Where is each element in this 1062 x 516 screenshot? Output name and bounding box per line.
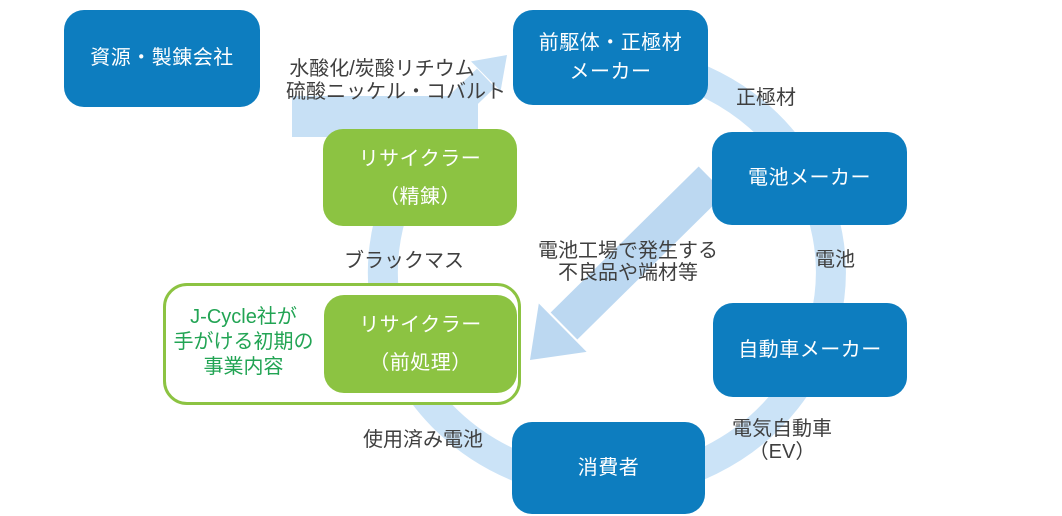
node-resource-company-label: 資源・製錬会社	[90, 47, 234, 69]
node-recycler-pretreatment-line2: （前処理）	[369, 352, 472, 374]
label-ev-line1: 電気自動車	[732, 418, 832, 440]
node-auto-maker: 自動車メーカー	[713, 303, 907, 397]
refined-material-arrow-shaft	[415, 68, 496, 147]
label-refined-materials-line1: 水酸化/炭酸リチウム	[289, 58, 475, 80]
label-refined-materials: 水酸化/炭酸リチウム 硫酸ニッケル・コバルト	[286, 58, 506, 104]
node-recycler-refining-line2: （精錬）	[379, 185, 461, 208]
node-consumer-label: 消費者	[577, 456, 640, 479]
factory-scrap-arrow-head	[530, 303, 587, 360]
node-recycler-refining: リサイクラー （精錬）	[323, 129, 517, 226]
node-consumer: 消費者	[512, 422, 705, 514]
factory-scrap-arrow-shaft	[550, 166, 726, 340]
label-refined-materials-line2: 硫酸ニッケル・コバルト	[286, 81, 506, 103]
label-used-battery: 使用済み電池	[363, 429, 483, 451]
label-cathode-material: 正極材	[736, 87, 796, 109]
node-battery-maker-label: 電池メーカー	[748, 167, 871, 189]
node-battery-maker: 電池メーカー	[712, 132, 907, 225]
label-ev: 電気自動車 （EV）	[722, 418, 842, 464]
node-recycler-pretreatment: リサイクラー （前処理）	[324, 295, 517, 393]
node-precursor-maker: 前駆体・正極材 メーカー	[513, 10, 708, 105]
label-ev-line2: （EV）	[748, 441, 816, 463]
node-auto-maker-label: 自動車メーカー	[738, 338, 882, 361]
jcycle-annotation-line1: J-Cycle社が	[190, 306, 297, 328]
node-recycler-refining-line1: リサイクラー	[358, 147, 482, 170]
node-recycler-pretreatment-line1: リサイクラー	[359, 314, 482, 336]
jcycle-annotation-line3: 事業内容	[203, 356, 284, 378]
jcycle-annotation-line2: 手がける初期の	[173, 331, 314, 353]
node-resource-company: 資源・製錬会社	[64, 10, 260, 107]
label-factory-scrap-line2: 不良品や端材等	[558, 262, 698, 284]
label-black-mass: ブラックマス	[344, 250, 464, 272]
label-battery: 電池	[815, 249, 855, 271]
node-precursor-maker-line1: 前駆体・正極材	[538, 31, 683, 54]
node-precursor-maker-line2: メーカー	[569, 60, 652, 83]
jcycle-annotation: J-Cycle社が 手がける初期の 事業内容	[166, 305, 321, 380]
label-factory-scrap: 電池工場で発生する 不良品や端材等	[530, 240, 726, 284]
refined-material-arrow-head	[471, 55, 507, 91]
label-factory-scrap-line1: 電池工場で発生する	[538, 240, 718, 262]
